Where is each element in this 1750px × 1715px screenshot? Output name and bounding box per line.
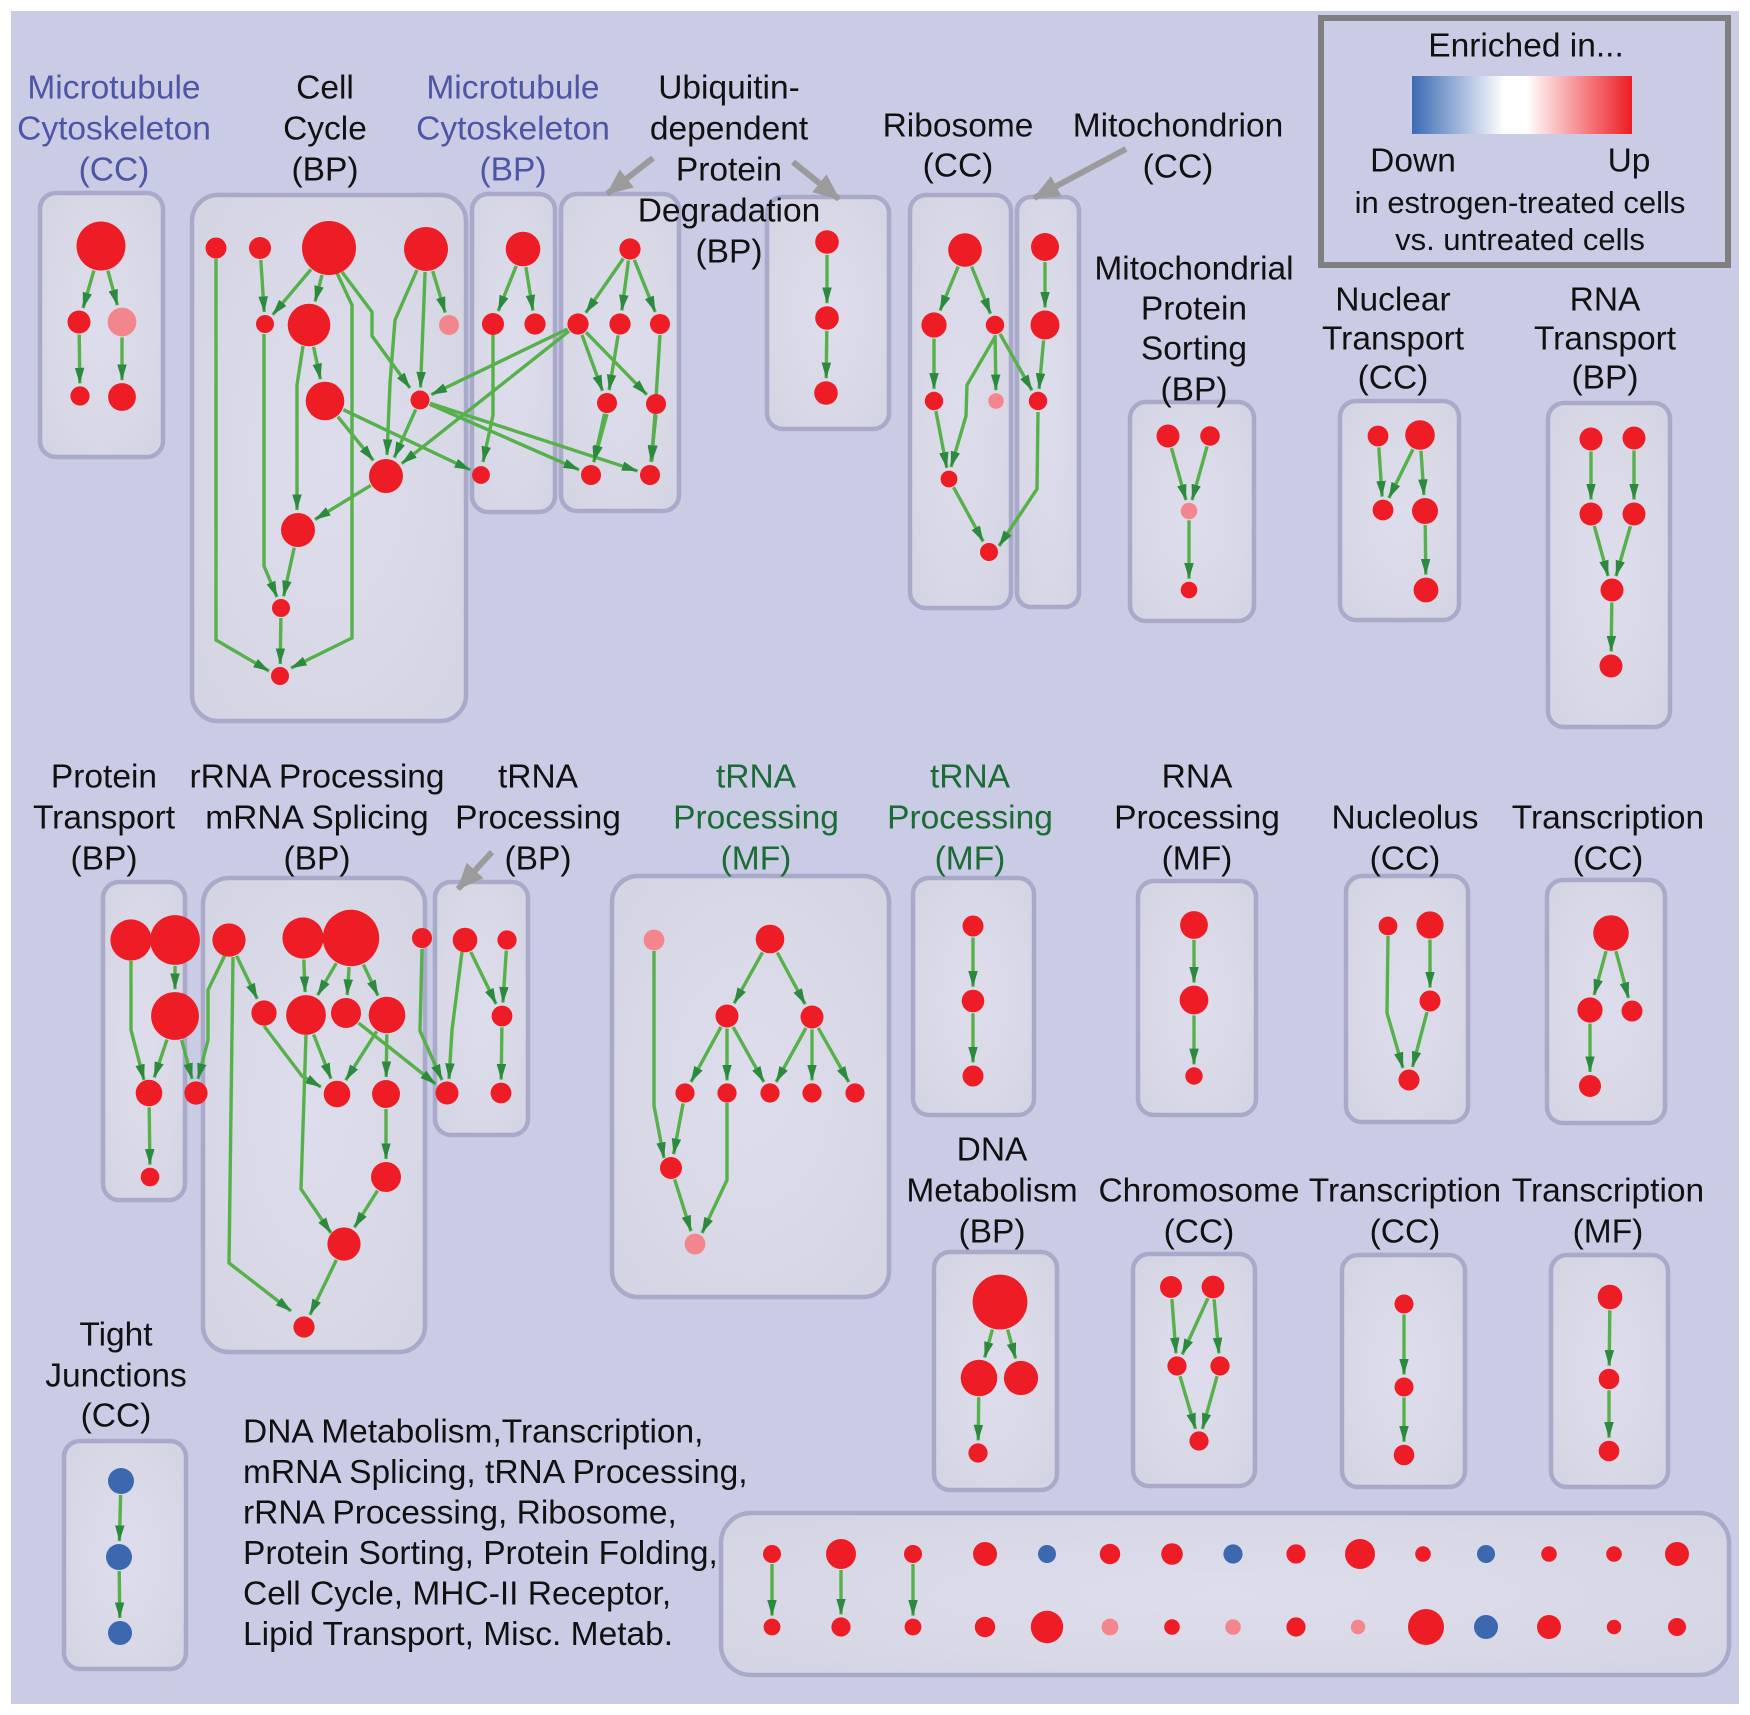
- svg-text:(BP): (BP): [480, 152, 547, 189]
- svg-text:Enriched in...: Enriched in...: [1428, 28, 1624, 65]
- svg-text:Cell Cycle, MHC-II Receptor,: Cell Cycle, MHC-II Receptor,: [243, 1576, 671, 1613]
- svg-text:Degradation: Degradation: [638, 193, 821, 230]
- svg-text:Ubiquitin-: Ubiquitin-: [658, 70, 800, 107]
- svg-text:(BP): (BP): [959, 1214, 1026, 1251]
- svg-text:RNA: RNA: [1570, 282, 1641, 319]
- svg-text:(BP): (BP): [505, 841, 572, 878]
- svg-text:(BP): (BP): [284, 841, 351, 878]
- svg-text:Up: Up: [1608, 143, 1651, 180]
- svg-text:Down: Down: [1370, 143, 1456, 180]
- svg-text:Nucleolus: Nucleolus: [1331, 800, 1478, 837]
- svg-text:(BP): (BP): [71, 841, 138, 878]
- svg-text:Protein: Protein: [1141, 291, 1247, 328]
- svg-text:Mitochondrion: Mitochondrion: [1073, 108, 1283, 145]
- svg-text:(CC): (CC): [1143, 149, 1214, 186]
- svg-text:in estrogen-treated cells: in estrogen-treated cells: [1355, 185, 1686, 220]
- svg-text:(CC): (CC): [1358, 360, 1429, 397]
- svg-text:(MF): (MF): [1162, 841, 1233, 878]
- svg-text:DNA Metabolism,Transcription,: DNA Metabolism,Transcription,: [243, 1414, 703, 1451]
- svg-text:(BP): (BP): [292, 152, 359, 189]
- svg-text:(MF): (MF): [935, 841, 1006, 878]
- svg-text:Junctions: Junctions: [45, 1358, 187, 1395]
- svg-text:Transcription: Transcription: [1512, 800, 1704, 837]
- svg-text:Nuclear: Nuclear: [1335, 282, 1450, 319]
- svg-text:Tight: Tight: [79, 1317, 153, 1354]
- svg-text:Microtubule: Microtubule: [426, 70, 599, 107]
- svg-text:(BP): (BP): [1161, 372, 1228, 409]
- svg-text:(BP): (BP): [1572, 360, 1639, 397]
- svg-text:dependent: dependent: [650, 111, 809, 148]
- svg-text:Transport: Transport: [1322, 321, 1465, 358]
- svg-text:Cycle: Cycle: [283, 111, 367, 148]
- svg-text:Processing: Processing: [455, 800, 621, 837]
- svg-text:Microtubule: Microtubule: [27, 70, 200, 107]
- svg-text:Mitochondrial: Mitochondrial: [1094, 251, 1293, 288]
- svg-text:(CC): (CC): [1370, 1214, 1441, 1251]
- svg-text:(CC): (CC): [79, 152, 150, 189]
- svg-text:mRNA Splicing, tRNA Processing: mRNA Splicing, tRNA Processing,: [243, 1454, 748, 1491]
- svg-text:Protein: Protein: [51, 759, 157, 796]
- svg-text:(BP): (BP): [696, 234, 763, 271]
- svg-text:Cytoskeleton: Cytoskeleton: [416, 111, 610, 148]
- svg-text:Metabolism: Metabolism: [906, 1173, 1077, 1210]
- svg-text:Transcription: Transcription: [1512, 1173, 1704, 1210]
- svg-text:rRNA Processing: rRNA Processing: [189, 759, 444, 796]
- svg-text:(CC): (CC): [923, 148, 994, 185]
- svg-text:(MF): (MF): [721, 841, 792, 878]
- svg-text:Transport: Transport: [1534, 321, 1677, 358]
- svg-text:Protein: Protein: [676, 152, 782, 189]
- svg-text:rRNA Processing, Ribosome,: rRNA Processing, Ribosome,: [243, 1495, 677, 1532]
- svg-text:Processing: Processing: [887, 800, 1053, 837]
- svg-text:Ribosome: Ribosome: [883, 108, 1034, 145]
- svg-text:(CC): (CC): [1370, 841, 1441, 878]
- svg-text:Cell: Cell: [296, 70, 354, 107]
- svg-text:Processing: Processing: [673, 800, 839, 837]
- svg-text:Transcription: Transcription: [1309, 1173, 1501, 1210]
- svg-text:RNA: RNA: [1162, 759, 1233, 796]
- svg-text:tRNA: tRNA: [716, 759, 797, 796]
- svg-text:DNA: DNA: [957, 1132, 1028, 1169]
- svg-text:mRNA Splicing: mRNA Splicing: [205, 800, 428, 837]
- svg-text:Transport: Transport: [33, 800, 176, 837]
- svg-text:Sorting: Sorting: [1141, 331, 1247, 368]
- svg-text:(MF): (MF): [1573, 1214, 1644, 1251]
- svg-text:Lipid Transport, Misc. Metab.: Lipid Transport, Misc. Metab.: [243, 1616, 673, 1653]
- svg-text:vs. untreated cells: vs. untreated cells: [1395, 222, 1645, 257]
- svg-text:Chromosome: Chromosome: [1098, 1173, 1299, 1210]
- svg-text:Protein Sorting, Protein Foldi: Protein Sorting, Protein Folding,: [243, 1535, 718, 1572]
- svg-text:(CC): (CC): [1573, 841, 1644, 878]
- svg-text:(CC): (CC): [81, 1398, 152, 1435]
- svg-text:tRNA: tRNA: [930, 759, 1011, 796]
- svg-text:Processing: Processing: [1114, 800, 1280, 837]
- svg-text:(CC): (CC): [1164, 1214, 1235, 1251]
- svg-text:Cytoskeleton: Cytoskeleton: [17, 111, 211, 148]
- svg-text:tRNA: tRNA: [498, 759, 579, 796]
